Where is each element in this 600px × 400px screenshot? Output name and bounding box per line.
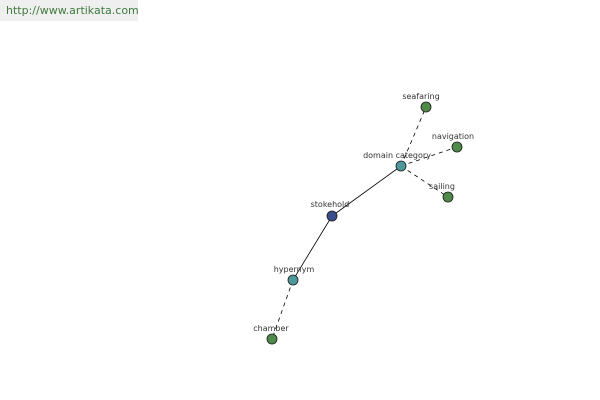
node-label-domain: domain category	[363, 151, 431, 160]
edge-domain-navigation	[400, 146, 458, 167]
node-label-hypernym: hypernym	[274, 265, 315, 274]
edge-stokehold-hypernym	[292, 215, 333, 281]
node-domain[interactable]	[395, 160, 407, 172]
node-navigation[interactable]	[451, 141, 463, 153]
source-url-banner[interactable]: http://www.artikata.com	[0, 0, 138, 21]
node-label-chamber: chamber	[253, 324, 289, 333]
node-chamber[interactable]	[266, 333, 278, 345]
node-stokehold[interactable]	[326, 210, 338, 222]
edge-domain-sailing	[400, 165, 449, 198]
edge-stokehold-domain	[331, 165, 402, 217]
nodes-layer	[266, 101, 463, 345]
node-hypernym[interactable]	[287, 274, 299, 286]
edge-hypernym-chamber	[271, 279, 294, 340]
labels-layer: stokehold domain category hypernym seafarin…	[253, 92, 474, 333]
node-seafaring[interactable]	[420, 101, 432, 113]
edges-layer	[271, 106, 458, 340]
node-sailing[interactable]	[442, 191, 454, 203]
node-label-seafaring: seafaring	[402, 92, 439, 101]
edge-domain-seafaring	[400, 106, 427, 167]
node-label-navigation: navigation	[432, 132, 474, 141]
node-label-stokehold: stokehold	[311, 200, 350, 209]
node-label-sailing: sailing	[429, 182, 455, 191]
